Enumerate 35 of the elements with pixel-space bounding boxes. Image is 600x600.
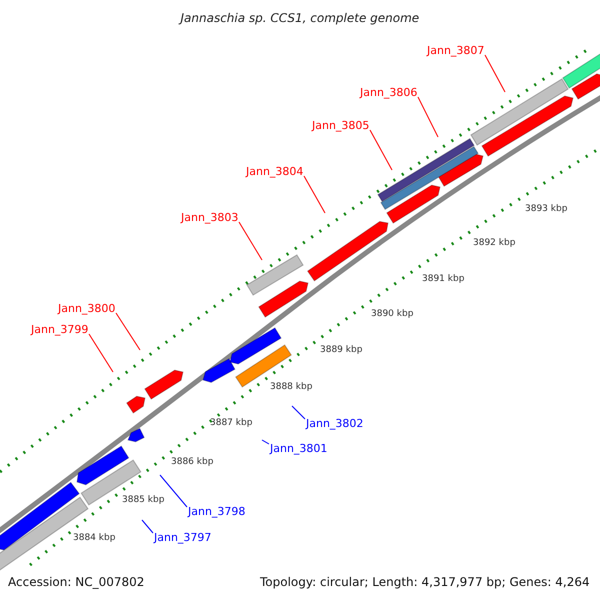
scale-label: 3885 kbp	[122, 496, 164, 505]
gene-label: Jann_3807	[427, 45, 484, 56]
gene-label: Jann_3803	[181, 212, 238, 223]
gene-label: Jann_3802	[306, 418, 364, 429]
gene-label: Jann_3806	[360, 87, 418, 98]
scale-label: 3888 kbp	[270, 383, 312, 392]
scale-label: 3886 kbp	[171, 458, 214, 467]
leader-line	[418, 96, 438, 138]
footer-text: Accession: NC_007802	[8, 576, 144, 588]
leader-line	[88, 334, 114, 372]
scale-label: 3887 kbp	[210, 419, 252, 428]
scale-label: 3884 kbp	[73, 534, 116, 543]
gene-label: Jann_3800	[58, 303, 116, 314]
scale-label: 3892 kbp	[473, 239, 516, 248]
leader-line	[484, 54, 506, 92]
leader-line	[116, 312, 140, 350]
leader-line	[142, 520, 154, 534]
scale-label: 3889 kbp	[320, 346, 362, 355]
leader-line	[262, 440, 270, 444]
leader-line	[238, 222, 262, 260]
scale-label: 3893 kbp	[525, 205, 568, 214]
gene-label: Jann_3798	[188, 506, 246, 517]
leader-line	[370, 130, 392, 170]
gene-label: Jann_3799	[31, 324, 88, 335]
gene-label: Jann_3805	[312, 120, 370, 131]
scale-label: 3890 kbp	[371, 310, 414, 319]
leader-line	[160, 474, 188, 508]
gene-label: Jann_3797	[154, 532, 212, 543]
footer-text: Topology: circular; Length: 4,317,977 bp; Genes: 4,264	[260, 576, 590, 588]
gene-label: Jann_3804	[246, 166, 304, 177]
leader-line	[292, 406, 306, 420]
gene-label: Jann_3801	[270, 443, 328, 454]
leader-line	[304, 176, 326, 214]
diagram-title: Jannaschia sp. CCS1, complete genome	[180, 12, 420, 24]
scale-label: 3891 kbp	[422, 275, 464, 284]
